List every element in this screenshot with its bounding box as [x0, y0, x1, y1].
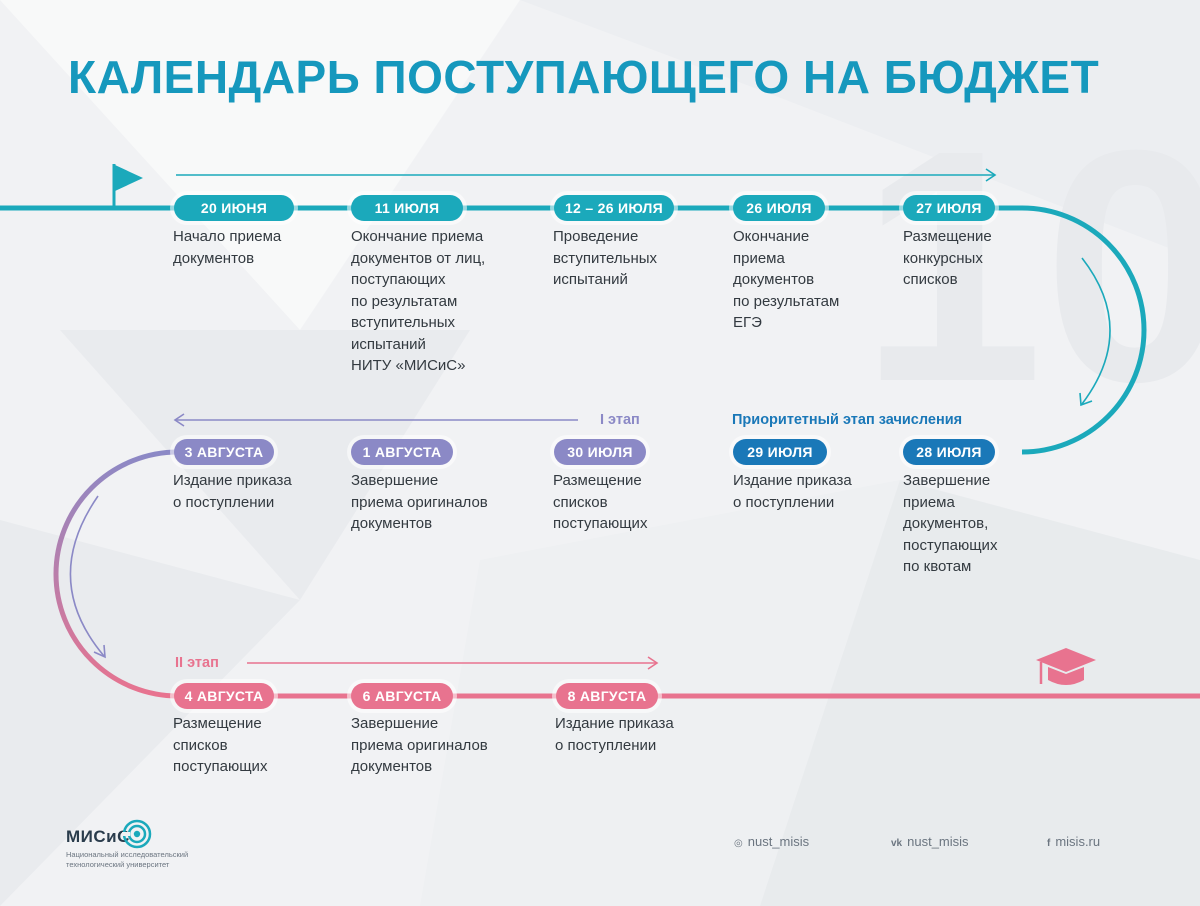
event-description: Размещение списков поступающих [553, 472, 648, 532]
arrow-stage1 [173, 413, 578, 427]
date-badge: 4 АВГУСТА [174, 683, 274, 709]
social-instagram[interactable]: ◎ nust_misis [734, 834, 809, 849]
arrow-curve-left [69, 495, 106, 659]
event-description: Окончание приема документов от лиц, пост… [351, 228, 486, 374]
stage1-label: I этап [600, 412, 640, 428]
date-badge: 28 ИЮЛЯ [903, 439, 995, 465]
arrow-stage2 [247, 656, 659, 670]
event-description: Начало приема документов [173, 228, 282, 267]
event-description: Размещение конкурсных списков [903, 228, 992, 288]
left-curve [53, 449, 179, 699]
date-badge: 1 АВГУСТА [351, 439, 453, 465]
date-badge: 3 АВГУСТА [174, 439, 274, 465]
social-vk[interactable]: vk nust_misis [891, 834, 969, 849]
stage2-label: II этап [175, 655, 219, 671]
svg-text:10: 10 [860, 81, 1200, 450]
date-badge: 29 ИЮЛЯ [733, 439, 827, 465]
social-facebook[interactable]: f misis.ru [1047, 834, 1100, 849]
logo-subtitle: Национальный исследовательский технологи… [66, 850, 189, 869]
social-label: nust_misis [907, 834, 969, 849]
page-title: КАЛЕНДАРЬ ПОСТУПАЮЩЕГО НА БЮДЖЕТ [68, 51, 1100, 103]
event-description: Проведение вступительных испытаний [553, 228, 658, 288]
arrow-curve-right [1079, 257, 1111, 407]
logo-name: МИСиС [66, 827, 130, 846]
date-badge: 30 ИЮЛЯ [554, 439, 646, 465]
social-label: misis.ru [1055, 834, 1101, 849]
priority-stage-label: Приоритетный этап зачисления [732, 412, 963, 428]
vk-icon: vk [891, 838, 903, 849]
date-badge: 27 ИЮЛЯ [903, 195, 995, 221]
date-badge: 26 ИЮЛЯ [733, 195, 825, 221]
event-description: Завершение приема документов, поступающи… [903, 472, 998, 575]
date-badge: 12 – 26 ИЮЛЯ [554, 195, 674, 221]
event-description: Издание приказа о поступлении [173, 472, 292, 511]
event-description: Издание приказа о поступлении [555, 715, 674, 754]
instagram-icon: ◎ [734, 838, 743, 849]
date-badge: 20 ИЮНЯ [174, 195, 294, 221]
event-description: Завершение приема оригиналов документов [351, 715, 488, 775]
event-description: Завершение приема оригиналов документов [351, 472, 488, 532]
event-description: Окончание приема документов по результат… [733, 228, 840, 331]
date-badge: 11 ИЮЛЯ [351, 195, 463, 221]
arrow-row1 [176, 168, 997, 182]
graduation-cap-icon [1036, 648, 1096, 685]
event-description: Размещение списков поступающих [173, 715, 268, 775]
right-curve [1021, 205, 1147, 455]
event-description: Издание приказа о поступлении [733, 472, 852, 511]
facebook-icon: f [1047, 838, 1051, 849]
date-badge: 8 АВГУСТА [556, 683, 658, 709]
social-label: nust_misis [747, 834, 810, 849]
date-badge: 6 АВГУСТА [351, 683, 453, 709]
logo-mark-icon [122, 819, 152, 849]
flag-icon [112, 164, 143, 206]
